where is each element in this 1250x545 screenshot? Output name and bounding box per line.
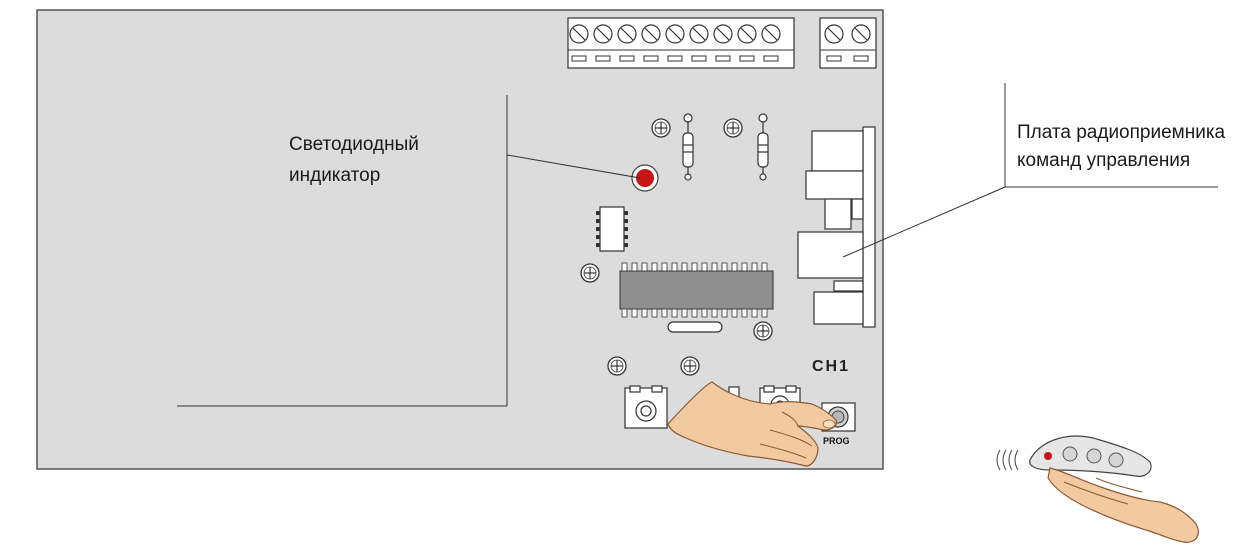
- terminal-screw: [593, 24, 613, 62]
- led-label-frame: [177, 95, 508, 407]
- led-leader-line: [506, 154, 641, 179]
- mounting-screw: [580, 118, 773, 376]
- microcontroller-chip: [619, 262, 774, 318]
- mounting-screw: [680, 356, 700, 376]
- control-board: [36, 9, 884, 470]
- remote-control-icon: [1029, 435, 1199, 543]
- small-ic-chip: [596, 206, 628, 252]
- terminal-screw: [665, 24, 685, 62]
- mounting-screw: [651, 118, 671, 138]
- terminal-block-secondary: [819, 17, 877, 69]
- resistor: [757, 113, 769, 181]
- terminal-screw: [641, 24, 661, 62]
- led-indicator-label-line1: Светодиодный: [289, 134, 419, 155]
- terminal-screw: [689, 24, 709, 62]
- channel-label: CH1: [812, 358, 850, 375]
- resistor: [682, 113, 694, 181]
- radio-waves-icon: [996, 449, 1019, 471]
- trimmer-potentiometer: [624, 385, 668, 429]
- terminal-screw: [761, 24, 781, 62]
- terminal-screw: [851, 24, 871, 62]
- prog-button-label: PROG: [823, 436, 850, 446]
- crystal-oscillator: [667, 321, 723, 333]
- terminal-screw: [713, 24, 733, 62]
- mounting-screw: [753, 321, 773, 341]
- receiver-board-label-line1: Плата радиоприемника: [1017, 122, 1226, 143]
- led-indicator: [631, 164, 659, 192]
- radio-receiver-module: [797, 126, 876, 328]
- mounting-screw: [580, 263, 600, 283]
- receiver-label-frame: [842, 83, 1218, 258]
- mounting-screw: [723, 118, 743, 138]
- terminal-screw: [617, 24, 637, 62]
- mounting-screw: [607, 356, 627, 376]
- terminal-screw: [824, 24, 844, 62]
- hand-pressing-icon: [667, 381, 837, 467]
- terminal-screw: [569, 24, 589, 62]
- terminal-block-main: [567, 17, 795, 69]
- receiver-board-label-line2: команд управления: [1017, 150, 1190, 171]
- terminal-screw: [737, 24, 757, 62]
- led-indicator-label-line2: индикатор: [289, 165, 380, 186]
